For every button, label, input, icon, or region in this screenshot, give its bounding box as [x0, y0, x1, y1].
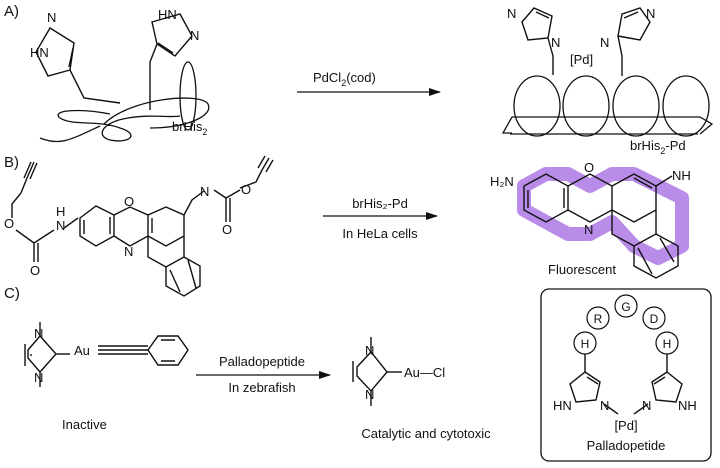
panel-a: A) N HN HN N brHis2 PdCl2(cod): [4, 3, 714, 156]
panel-b-label: B): [4, 154, 19, 171]
a-alpha-helix: [501, 75, 714, 137]
c-reagent-top: Palladopeptide: [219, 354, 305, 369]
a-pd-label: [Pd]: [570, 52, 593, 67]
a-hn-left: HN: [30, 45, 49, 60]
c-product-caption: Catalytic and cytotoxic: [361, 426, 491, 441]
a-imidazole-left: N HN: [30, 10, 121, 104]
b-fluorescent-product: O N H₂N NH: [490, 160, 691, 279]
c-box-nh: NH: [678, 398, 697, 413]
b-right-carbamate: N O O: [200, 155, 274, 237]
c-box-caption: Palladopetide: [587, 438, 666, 453]
c-residue-1: H: [581, 337, 590, 351]
panel-c-label: C): [4, 285, 20, 302]
a-product-label: brHis2-Pd: [630, 138, 686, 156]
c-prod-n-bottom: N: [365, 387, 374, 402]
b-prod-h2n: H₂N: [490, 174, 514, 189]
a-product-imidazoles: N N N N [Pd]: [507, 6, 655, 76]
b-o-carbonyl-left: O: [30, 263, 40, 278]
c-reactant: N N Au: [24, 322, 189, 387]
a-reactant-label: brHis2: [172, 119, 207, 137]
c-residue-3: G: [621, 300, 630, 314]
c-box-n-right: N: [642, 398, 651, 413]
c-residue-4: D: [650, 312, 659, 326]
a-prod-n-right-pd: N: [600, 35, 609, 50]
a-imidazole-right: HN N: [149, 7, 199, 110]
c-product: N N Au—Cl: [352, 337, 445, 406]
c-box-pd: [Pd]: [614, 418, 637, 433]
c-prod-n-top: N: [365, 343, 374, 358]
c-box-n-left: N: [600, 398, 609, 413]
a-reagent: PdCl2(cod): [313, 70, 376, 88]
b-ring-o: O: [124, 194, 134, 209]
c-residue-5: H: [663, 337, 672, 351]
c-peptide-residues: H R G D H: [573, 294, 679, 355]
c-reactant-caption: Inactive: [62, 417, 107, 432]
b-reagent-bottom: In HeLa cells: [342, 226, 418, 241]
b-left-carbamate: O O H N: [4, 161, 79, 278]
panel-a-label: A): [4, 3, 19, 20]
b-o-right: O: [241, 182, 251, 197]
c-residue-2: R: [594, 312, 603, 326]
b-o-left: O: [4, 216, 14, 231]
b-ring-n: N: [124, 244, 133, 259]
b-prod-ring-o: O: [584, 160, 594, 175]
b-o-carbonyl-right: O: [222, 222, 232, 237]
c-n-bottom: N: [34, 370, 43, 385]
c-n-top: N: [34, 326, 43, 341]
c-au: Au: [74, 343, 90, 358]
b-product-caption: Fluorescent: [548, 262, 616, 277]
b-n-left: N: [56, 218, 65, 233]
a-prod-n-left: N: [507, 6, 516, 21]
c-au-cl: Au—Cl: [404, 365, 445, 380]
a-prod-n-right: N: [646, 6, 655, 21]
panel-c: C) N N Au Inactive Palladopeptide In zeb…: [4, 285, 712, 462]
panel-b: B) O O H N O N: [4, 154, 691, 297]
c-box-hn: HN: [553, 398, 572, 413]
c-reagent-bottom: In zebrafish: [228, 380, 295, 395]
a-hn-right: HN: [158, 7, 177, 22]
b-prod-ring-n: N: [584, 222, 593, 237]
b-n-imine: N: [200, 184, 209, 199]
a-n-right: N: [190, 28, 199, 43]
b-phenoxazine-core: O N: [79, 190, 205, 297]
b-prod-nh: NH: [672, 168, 691, 183]
a-prod-n-left-pd: N: [551, 35, 560, 50]
a-n-left-top: N: [47, 10, 56, 25]
b-reagent-top: brHis₂-Pd: [352, 196, 408, 211]
a-random-coil: [39, 61, 210, 143]
c-palladopeptide-box: H R G D H HN N N NH [Pd] Palladopetide: [540, 288, 712, 462]
b-h-left: H: [56, 204, 65, 219]
